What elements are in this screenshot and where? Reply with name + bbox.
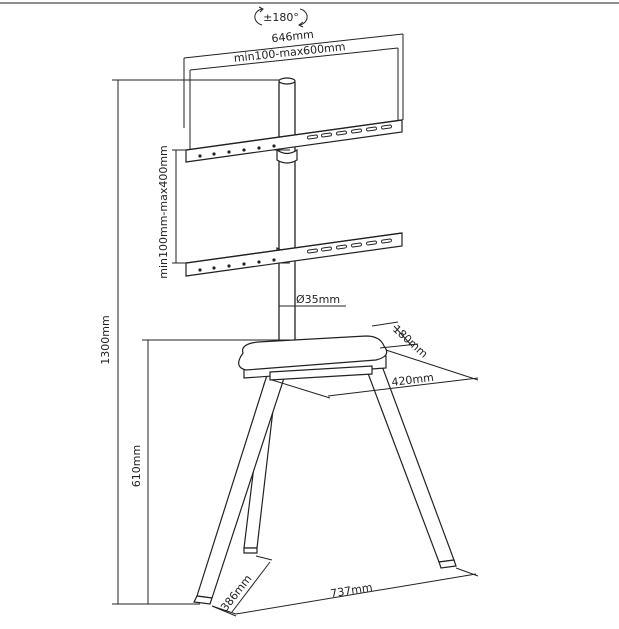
base-width-label: 737mm [329, 581, 373, 600]
lower-bracket [185, 232, 403, 277]
shelf [238, 335, 388, 381]
shelf-depth-label: 180mm [390, 323, 430, 361]
shelf-height-label: 610mm [130, 445, 143, 487]
base-depth-label: 386mm [218, 572, 254, 613]
vesa-horizontal-label: min100-max600mm [233, 40, 346, 65]
legs [193, 365, 457, 605]
shelf-height-dimension: 610mm [130, 339, 290, 604]
base-width-dimension: 737mm [211, 567, 479, 617]
total-height-dimension: 1300mm [99, 79, 288, 605]
rotation-label: ±180° [263, 11, 299, 24]
pole [276, 77, 298, 340]
upper-bracket [185, 119, 403, 163]
vesa-vertical-label: min100mm-max400mm [157, 145, 170, 279]
total-height-label: 1300mm [99, 315, 112, 364]
pole-diameter-dimension: Ø35mm [278, 293, 346, 318]
rotation-symbol: ±180° [254, 6, 308, 28]
bracket-width-label: 646mm [271, 28, 315, 45]
pole-diameter-label: Ø35mm [296, 293, 340, 306]
shelf-width-dimension: 420mm [271, 349, 479, 399]
shelf-width-label: 420mm [391, 371, 435, 389]
